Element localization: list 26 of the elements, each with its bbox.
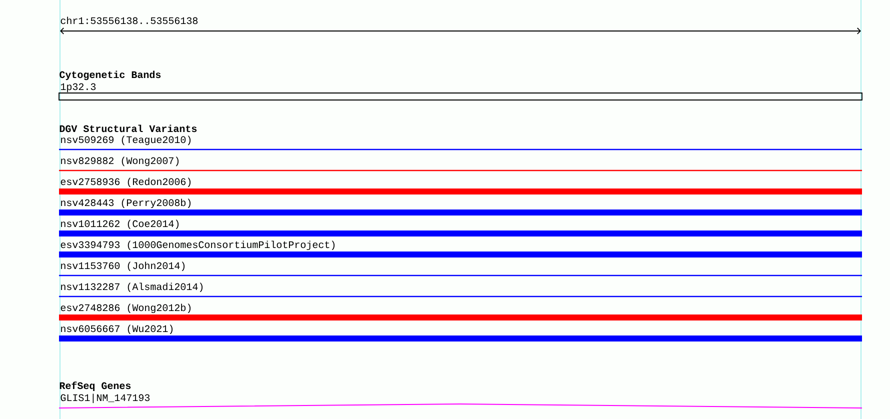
node-label: nsv1132287 (Alsmadi2014) bbox=[61, 282, 203, 292]
node-label: 1p32.3 bbox=[60, 83, 96, 92]
track-heading: Cytogenetic Bands bbox=[60, 70, 161, 80]
gene-track: GLIS1|NM_147193 bbox=[58, 394, 862, 408]
variant-track: nsv1011262 (Coe2014) bbox=[59, 220, 862, 236]
variant-track: nsv829882 (Wong2007) bbox=[59, 156, 862, 172]
variant-track: nsv6056667 (Wu2021) bbox=[59, 324, 862, 342]
variant-track: esv2748286 (Wong2012b) bbox=[59, 304, 862, 320]
node-label: nsv6056667 (Wu2021) bbox=[61, 324, 173, 334]
variant-track: esv3394793 (1000GenomesConsortiumPilotProject) bbox=[59, 240, 862, 258]
track-heading: DGV Structural Variants bbox=[60, 124, 197, 132]
variant-track: nsv1153760 (John2014) bbox=[59, 262, 862, 276]
node-label: esv2748286 (Wong2012b) bbox=[60, 304, 191, 314]
variant-track: nsv428443 (Perry2008b) bbox=[59, 198, 862, 216]
location-label: chr1:53556138..53556138 bbox=[60, 16, 198, 24]
variant-track: nsv509269 (Teague2010) bbox=[59, 136, 862, 150]
variant-track: esv2758936 (Redon2006) bbox=[59, 178, 862, 194]
node-label: nsv1153760 (John2014) bbox=[61, 262, 185, 272]
node-label: nsv1011262 (Coe2014) bbox=[61, 220, 179, 230]
node-label: nsv829882 (Wong2007) bbox=[61, 156, 179, 166]
band-track: 1p32.3 bbox=[58, 83, 862, 100]
node-label: nsv428443 (Perry2008b) bbox=[61, 198, 191, 208]
variant-track: nsv1132287 (Alsmadi2014) bbox=[59, 282, 862, 298]
node-label: esv3394793 (1000GenomesConsortiumPilotProject) bbox=[60, 240, 335, 250]
node-label: esv2758936 (Redon2006) bbox=[60, 178, 191, 188]
node-label: nsv509269 (Teague2010) bbox=[61, 136, 191, 146]
